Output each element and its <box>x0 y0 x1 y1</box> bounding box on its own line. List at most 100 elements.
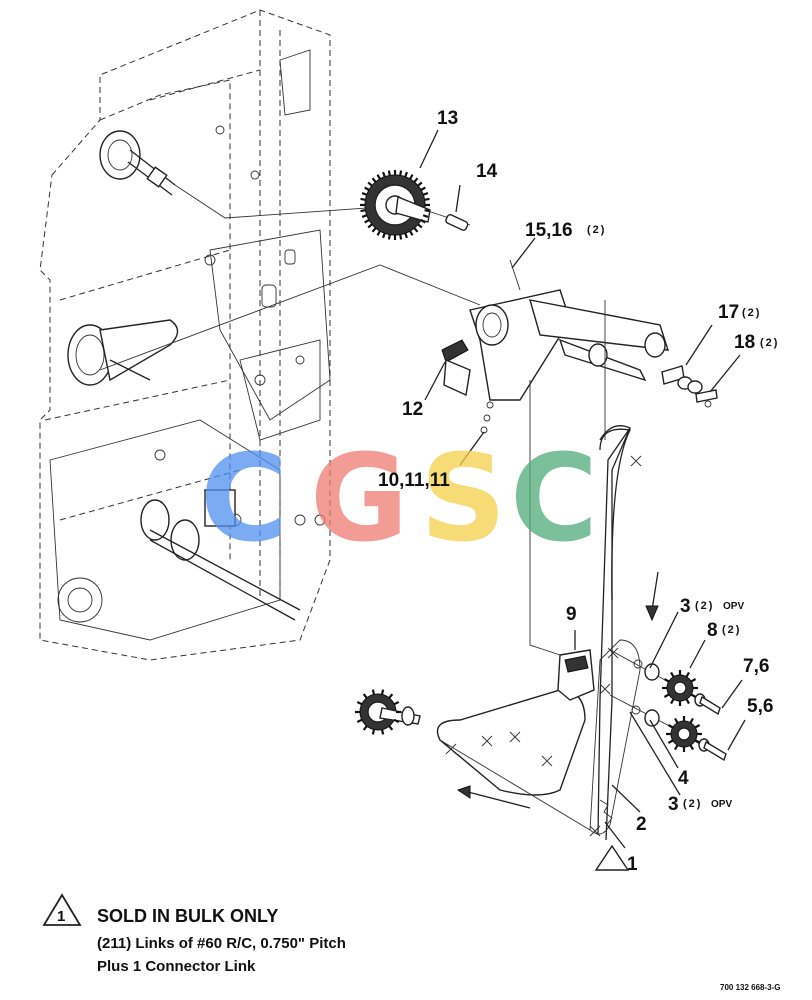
parts-17-18 <box>661 365 718 408</box>
sprocket-tooth <box>380 729 385 735</box>
sprocket-tooth <box>420 219 426 224</box>
sprocket-tooth <box>388 693 394 699</box>
sprocket-13 <box>174 174 471 236</box>
sprocket-tooth <box>685 671 690 678</box>
watermark: C G S C <box>200 430 598 569</box>
sprocket-tooth <box>404 171 409 178</box>
callout-8-qty: (2) <box>722 624 741 636</box>
callout-10-11-11: 10,11,11 <box>378 470 450 491</box>
bulk-triangle-symbol <box>594 844 630 871</box>
callout-7-6: 7,6 <box>743 656 769 677</box>
callout-15-16: 15,16 <box>525 220 573 241</box>
callout-3-top: 3 <box>680 596 691 617</box>
note-symbol-number: 1 <box>57 908 65 925</box>
callout-13: 13 <box>437 108 458 129</box>
sprocket-tooth <box>685 698 690 705</box>
sprocket-tooth <box>667 724 674 729</box>
sprocket-tooth <box>362 725 368 731</box>
sprocket-tooth <box>670 671 675 678</box>
lower-left-sprocket <box>359 693 421 731</box>
callout-18-qty: (2) <box>760 337 779 349</box>
sprocket-tooth <box>362 693 368 699</box>
callout-5-6: 5,6 <box>747 696 773 717</box>
sprocket-tooth <box>674 744 679 751</box>
callout-1: 1 <box>627 854 638 875</box>
leader-lines <box>419 129 746 849</box>
sprocket-tooth <box>667 739 674 744</box>
callout-17-qty: (2) <box>742 307 761 319</box>
sprocket-tooth <box>371 227 377 233</box>
sprocket-tooth <box>413 177 419 183</box>
sprocket-tooth <box>371 729 376 735</box>
sprocket-tooth <box>367 223 373 229</box>
sprocket-tooth <box>404 232 409 239</box>
sprocket-tooth <box>413 227 419 233</box>
idler-arm-assembly <box>99 259 669 656</box>
callout-15-16-qty: (2) <box>587 224 606 236</box>
note-line-1: (211) Links of #60 R/C, 0.750" Pitch <box>97 935 346 952</box>
sprocket-tooth <box>422 214 429 219</box>
sprocket-tooth <box>364 219 370 224</box>
sprocket-tooth <box>388 725 394 731</box>
lower-drive-assembly <box>57 489 301 623</box>
watermark-letter: C <box>200 430 288 569</box>
sprocket-tooth <box>387 170 391 176</box>
callout-3-top-qty: (2) <box>695 600 714 612</box>
callout-3-bottom-qty: (2) <box>683 798 702 810</box>
sprocket-tooth <box>360 209 366 213</box>
sprocket-tooth <box>371 177 377 183</box>
sprocket-tooth <box>694 724 701 729</box>
sprocket-tooth <box>689 744 694 751</box>
sprocket-tooth <box>399 170 403 176</box>
sprocket-tooth <box>360 197 366 201</box>
callout-4: 4 <box>678 768 689 789</box>
sprocket-tooth <box>424 197 430 201</box>
drive-chain <box>597 425 642 841</box>
watermark-letter: C <box>510 430 598 569</box>
sprocket-tooth <box>371 689 376 695</box>
guide-cross-marks <box>445 647 619 837</box>
sprocket-tooth <box>670 698 675 705</box>
sprocket-tooth <box>663 693 670 698</box>
callout-9: 9 <box>566 604 577 625</box>
drawing-number: 700 132 668-3-G <box>720 983 781 992</box>
watermark-letter: G <box>310 430 409 569</box>
callout-12: 12 <box>402 399 423 420</box>
sprocket-tooth <box>424 209 430 213</box>
key-14 <box>445 214 469 231</box>
sprocket-tooth <box>694 739 701 744</box>
sprocket-tooth <box>381 171 386 178</box>
callout-18: 18 <box>734 332 755 353</box>
sprocket-tooth <box>689 717 694 724</box>
callout-3-top-opv: OPV <box>723 601 744 612</box>
sprocket-tooth <box>393 701 400 706</box>
middle-roller-assembly <box>67 319 179 386</box>
sprocket-tooth <box>663 678 670 683</box>
sprocket-tooth <box>417 223 423 229</box>
machine-frame <box>39 9 331 661</box>
sprocket-tooth <box>356 701 363 706</box>
sprocket-tooth <box>367 181 373 187</box>
sprocket-tooth <box>376 174 381 180</box>
sprocket-tooth <box>422 191 429 196</box>
note-triangle-symbol <box>42 893 82 926</box>
sprocket-tooth <box>690 693 697 698</box>
sprocket-tooth <box>387 234 391 240</box>
callout-14: 14 <box>476 161 498 182</box>
note-title: SOLD IN BULK ONLY <box>97 906 278 926</box>
callout-8: 8 <box>707 620 718 641</box>
sprocket-tooth <box>417 181 423 187</box>
idler-sprockets-8 <box>609 649 727 762</box>
sprocket-tooth <box>409 230 414 236</box>
sprocket-tooth <box>409 174 414 180</box>
upper-shaft-assembly <box>99 130 176 196</box>
watermark-letter: S <box>420 430 506 569</box>
sprocket-tooth <box>690 678 697 683</box>
sprocket-tooth <box>361 191 368 196</box>
sprocket-tooth <box>380 689 385 695</box>
sprocket-tooth <box>361 214 368 219</box>
callout-3-bottom-opv: OPV <box>711 799 732 810</box>
sprocket-tooth <box>376 230 381 236</box>
lower-chain-guide <box>436 639 641 837</box>
